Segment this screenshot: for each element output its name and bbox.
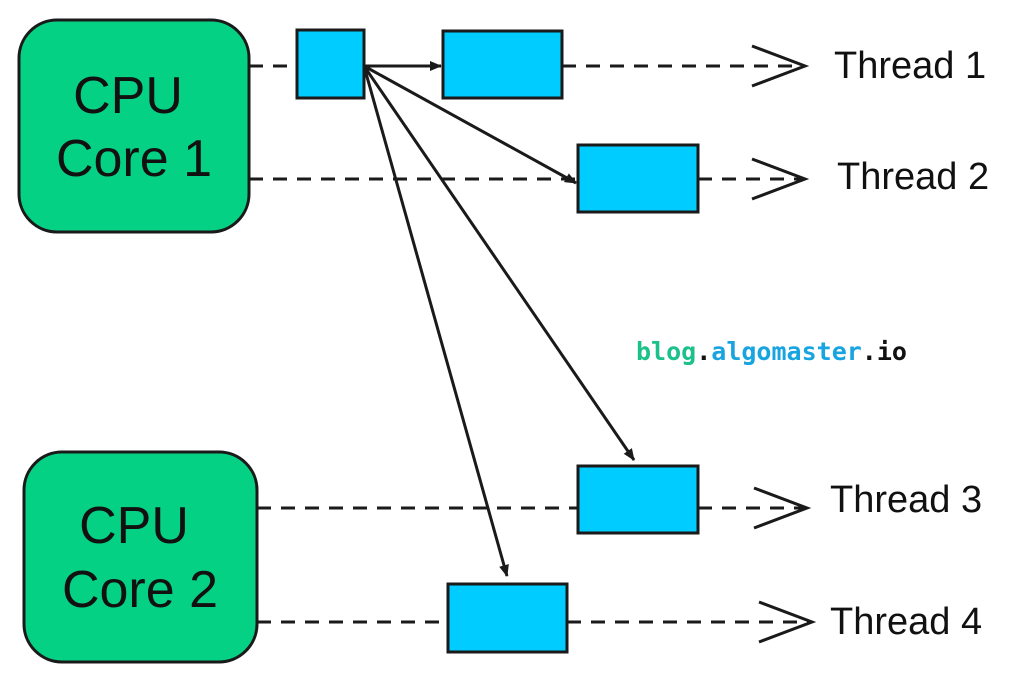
cpu-core-2-box: [22, 450, 259, 664]
chevron-right-icon: [751, 44, 810, 88]
source-task-box: [295, 28, 366, 100]
task-boxes: [295, 28, 700, 654]
watermark-dot-2: .: [862, 337, 877, 366]
timeline-chevrons: [751, 44, 817, 644]
cpu-core-2: CPU Core 2: [22, 450, 259, 664]
thread-4-label: Thread 4: [830, 601, 982, 643]
chevron-right-icon: [751, 157, 810, 201]
watermark: blog.algomaster.io: [636, 337, 907, 366]
arrow-to-thread-4: [362, 65, 509, 577]
cpu-core-1-box: [17, 18, 251, 234]
cpu-core-2-label-line2: Core 2: [62, 561, 218, 619]
watermark-part-blog: blog: [636, 337, 696, 366]
cpu-core-1: CPU Core 1: [17, 18, 251, 234]
arrow-to-thread-3: [362, 65, 636, 461]
thread-3-label: Thread 3: [830, 479, 982, 521]
watermark-part-io: io: [877, 337, 907, 366]
chevron-right-icon: [758, 600, 817, 644]
dispatch-arrows: [362, 61, 636, 577]
cpu-core-2-label-line1: CPU: [79, 497, 189, 555]
thread-timelines: [249, 64, 812, 624]
arrow-to-thread-2: [363, 64, 577, 185]
thread-3-task-box: [576, 464, 700, 535]
thread-1-label: Thread 1: [834, 45, 986, 87]
watermark-part-algomaster: algomaster: [711, 337, 862, 366]
thread-2-task-box: [576, 143, 700, 214]
cpu-core-1-label-line2: Core 1: [56, 130, 212, 188]
thread-2-label: Thread 2: [837, 156, 989, 198]
cpu-core-1-label-line1: CPU: [73, 67, 183, 125]
chevron-right-icon: [753, 486, 812, 530]
thread-1-task-box: [441, 29, 564, 100]
thread-4-task-box: [446, 582, 569, 654]
watermark-dot-1: .: [696, 337, 711, 366]
